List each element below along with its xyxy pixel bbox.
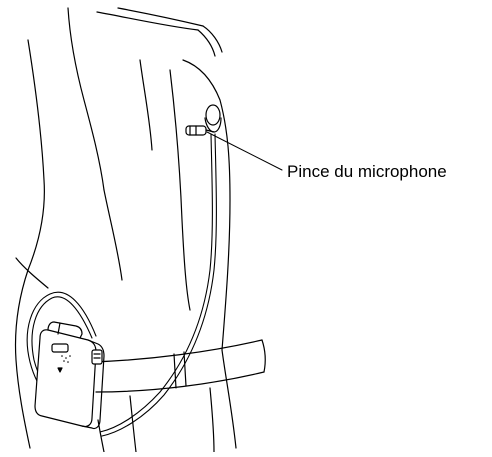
transmitter: [35, 322, 104, 429]
belt: [92, 340, 265, 452]
microphone-clip: [186, 105, 221, 135]
callout-leader-line: [207, 132, 282, 170]
microphone-clip-label: Pince du microphone: [287, 162, 447, 182]
